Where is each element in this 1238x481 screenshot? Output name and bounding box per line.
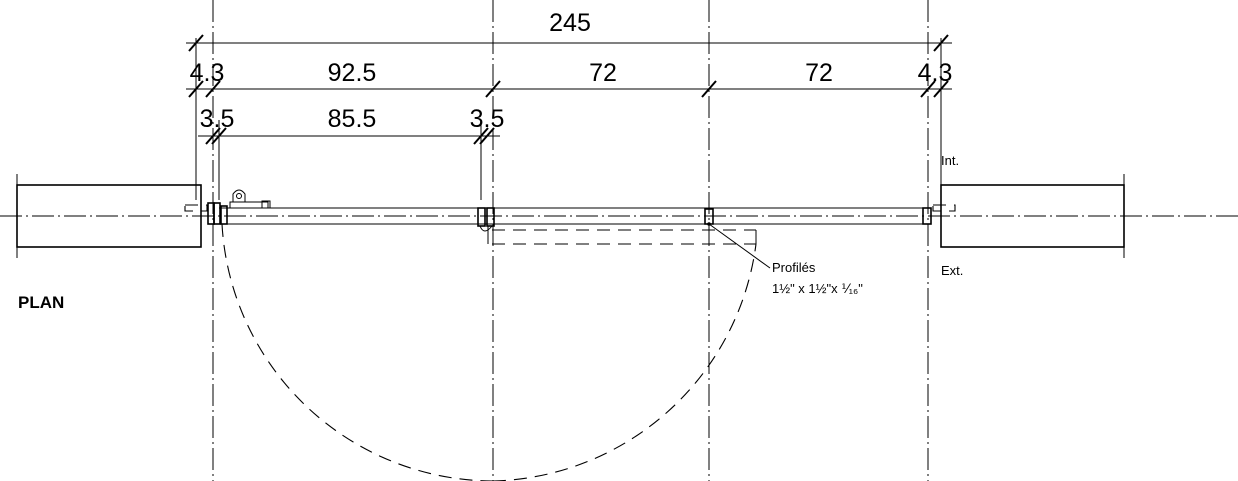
glazing-frame — [207, 202, 932, 232]
open-leaf-dashed — [487, 226, 757, 245]
dim-left-jamb: 4.3 — [190, 59, 225, 87]
door-swing-arc-right — [492, 243, 757, 481]
right-stop-dashed — [932, 204, 956, 212]
left-wall — [16, 174, 202, 258]
dimension-row-segments — [186, 80, 952, 98]
dim-right-jamb: 4.3 — [918, 59, 953, 87]
dim-overall: 245 — [549, 9, 591, 37]
door-swing-arc — [221, 223, 494, 481]
left-stop-dashed — [184, 204, 208, 212]
profile-name: Profilés — [772, 260, 816, 275]
dim-leaf-frame-right: 3.5 — [470, 105, 505, 133]
drawing-title: PLAN — [18, 293, 64, 312]
dim-leaf-width: 92.5 — [328, 59, 377, 87]
dim-panel-2: 72 — [805, 59, 833, 87]
dim-panel-1: 72 — [589, 59, 617, 87]
right-wall — [940, 174, 1125, 258]
door-handle-icon — [229, 189, 271, 209]
profile-spec: 1½" x 1½"x ⅟₁₆" — [772, 281, 863, 296]
profile-leader — [707, 222, 771, 269]
dimension-row-leaf — [198, 127, 500, 145]
label-exterior: Ext. — [941, 263, 963, 278]
dim-leaf-opening: 85.5 — [328, 105, 377, 133]
label-interior: Int. — [941, 153, 959, 168]
dim-leaf-frame-left: 3.5 — [200, 105, 235, 133]
extension-lines — [195, 0, 942, 481]
dimension-row-overall — [186, 34, 952, 52]
